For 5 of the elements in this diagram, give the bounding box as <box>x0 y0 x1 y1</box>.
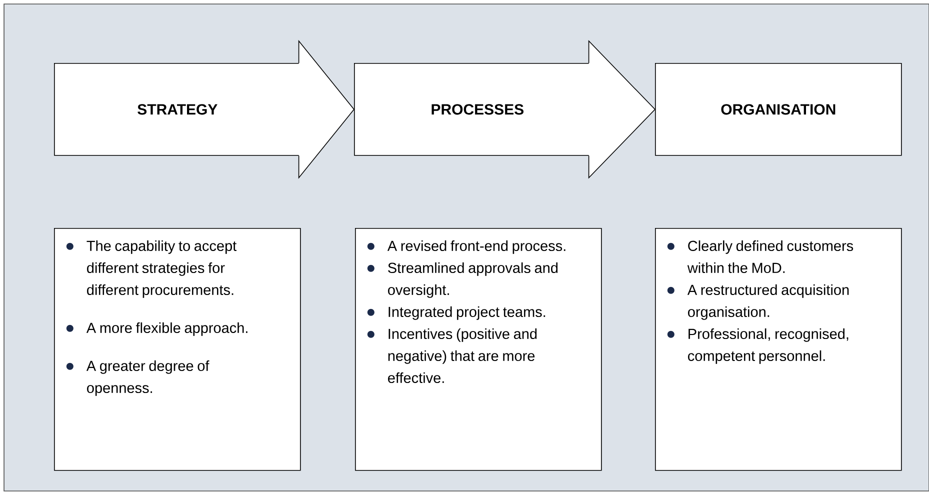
block-arrow <box>588 40 656 179</box>
block-arrow <box>298 40 355 179</box>
bullet-list-box: A revised front-end process. Streamlined approvals and oversight. Integrated project teams. Incentives (positive and negative) that are more effective. <box>355 228 602 471</box>
bullet-list-box: The capability to accept different strategies for different procurements. A more flexible approach. A greater degree of openness. <box>54 228 301 471</box>
bullet-list-box: Clearly defined customers within the MoD. A restructured acquisition organisation. Professional, recognised, competent personnel. <box>655 228 902 471</box>
